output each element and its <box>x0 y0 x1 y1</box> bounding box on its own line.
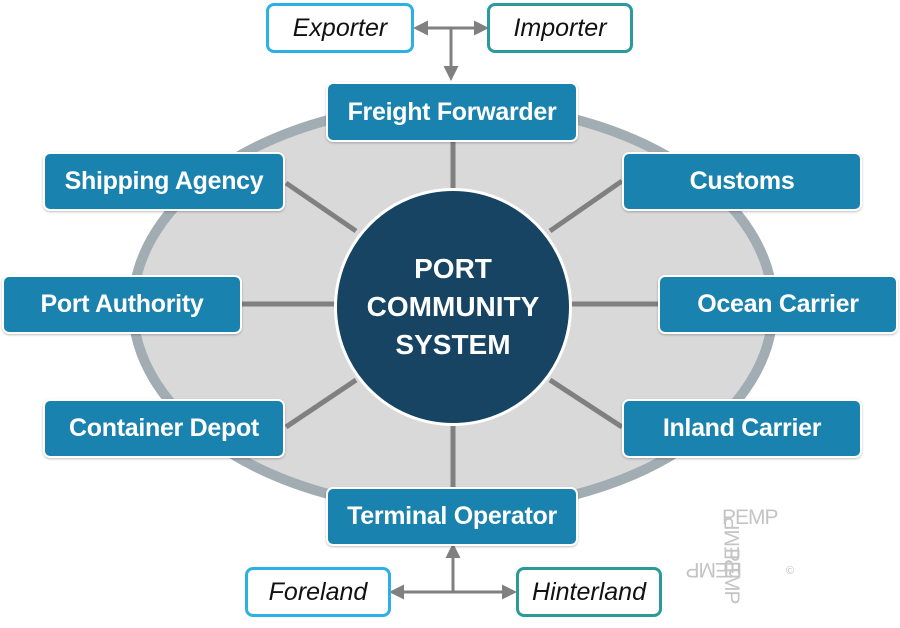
node-label: Shipping Agency <box>64 167 264 195</box>
connectors <box>240 140 660 490</box>
foreland-box: Foreland <box>245 567 391 617</box>
center-line-1: PORT <box>414 253 492 284</box>
connector-customs <box>548 178 624 234</box>
node-label: Port Authority <box>40 290 204 318</box>
node-customs: Customs <box>622 152 862 211</box>
exporter-box: Exporter <box>266 3 414 53</box>
node-shipping-agency: Shipping Agency <box>43 152 285 211</box>
copyright-symbol: © <box>786 565 794 577</box>
node-terminal-operator: Terminal Operator <box>326 487 578 546</box>
center-line-2: COMMUNITY <box>366 291 540 322</box>
node-port-authority: Port Authority <box>2 275 242 334</box>
hinterland-label: Hinterland <box>532 577 646 606</box>
center-line-3: SYSTEM <box>395 329 511 360</box>
connector-shipping-agency <box>284 180 358 234</box>
node-inland-carrier: Inland Carrier <box>622 399 862 458</box>
node-label: Customs <box>689 167 795 195</box>
node-label: Ocean Carrier <box>697 290 859 318</box>
importer-box: Importer <box>487 3 633 53</box>
node-container-depot: Container Depot <box>43 399 285 458</box>
node-label: Freight Forwarder <box>347 97 557 126</box>
foreland-label: Foreland <box>268 577 368 606</box>
connector-container-depot <box>284 377 358 430</box>
connector-inland-carrier <box>548 377 624 430</box>
exporter-label: Exporter <box>292 13 388 42</box>
node-label: Terminal Operator <box>347 502 557 530</box>
node-ocean-carrier: Ocean Carrier <box>658 275 898 334</box>
hinterland-box: Hinterland <box>516 567 662 617</box>
port-community-system-hub: PORT COMMUNITY SYSTEM <box>334 188 572 426</box>
node-label: Inland Carrier <box>662 414 822 442</box>
watermark-left: PEMP <box>721 517 744 573</box>
importer-label: Importer <box>513 13 607 42</box>
node-label: Container Depot <box>69 414 259 442</box>
watermark-top: PEMP <box>722 506 779 529</box>
node-freight-forwarder: Freight Forwarder <box>326 82 578 142</box>
